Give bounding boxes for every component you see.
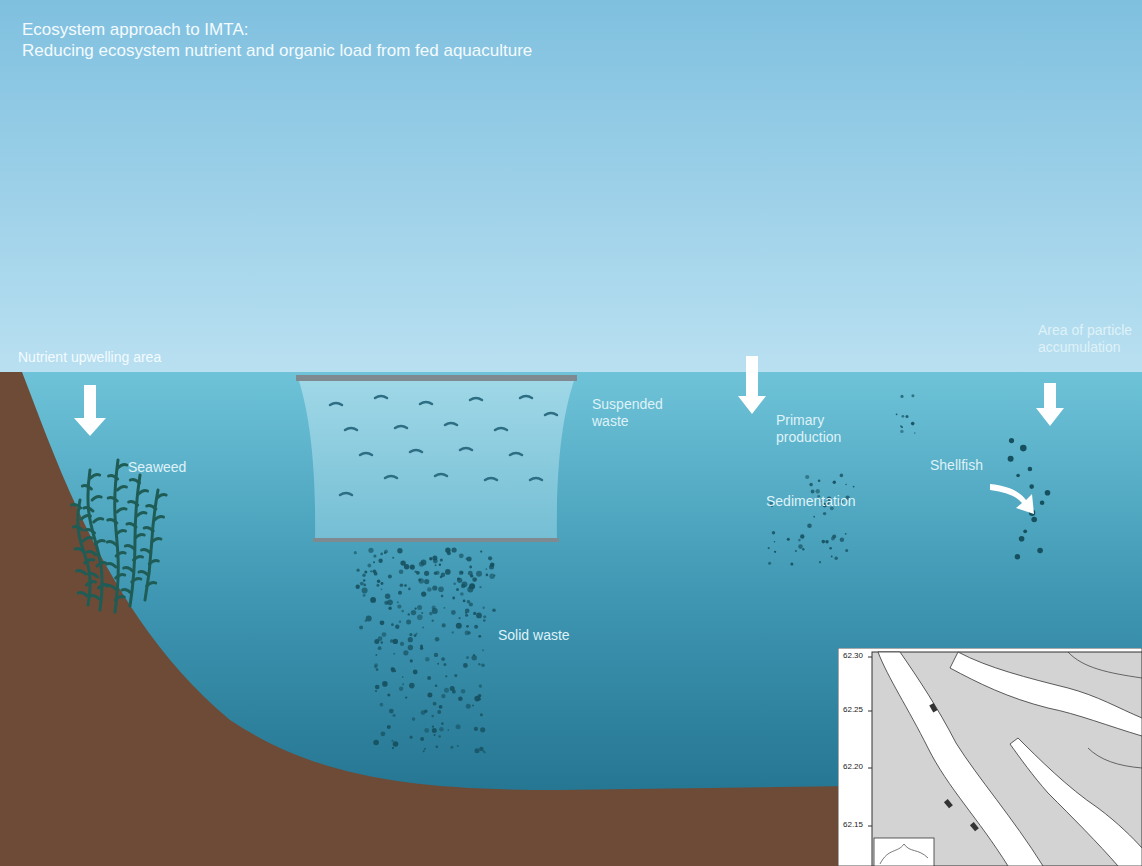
- fish-cage: [298, 378, 575, 540]
- map-inset: [838, 648, 1142, 866]
- seaweed-plant: [72, 460, 167, 612]
- species-label: Seaweed: [128, 459, 186, 476]
- latitude-tick: 62.15: [843, 820, 863, 830]
- seabed: [0, 372, 1142, 866]
- latitude-tick: 62.20: [843, 762, 863, 772]
- cage-float: [296, 375, 577, 381]
- process-label: Primary production: [776, 412, 864, 446]
- waste-label: Suspended waste: [592, 396, 672, 430]
- subtitle: Reducing ecosystem nutrient and organic …: [22, 41, 532, 61]
- cage-bottom: [313, 538, 559, 542]
- zone-label: Area of particle accumulation: [1038, 322, 1138, 356]
- arrows: [74, 356, 1064, 514]
- species-label: Shellfish: [930, 457, 983, 474]
- fish: [330, 396, 557, 495]
- process-label: Sedimentation: [766, 493, 856, 510]
- sea: [0, 372, 1142, 866]
- latitude-tick: 62.30: [843, 651, 863, 661]
- sky: [0, 0, 1142, 372]
- diagram-title: Ecosystem approach to IMTA:: [22, 20, 248, 40]
- waste-label: Solid waste: [498, 627, 570, 644]
- latitude-tick: 62.25: [843, 705, 863, 715]
- zone-label: Nutrient upwelling area: [18, 349, 161, 366]
